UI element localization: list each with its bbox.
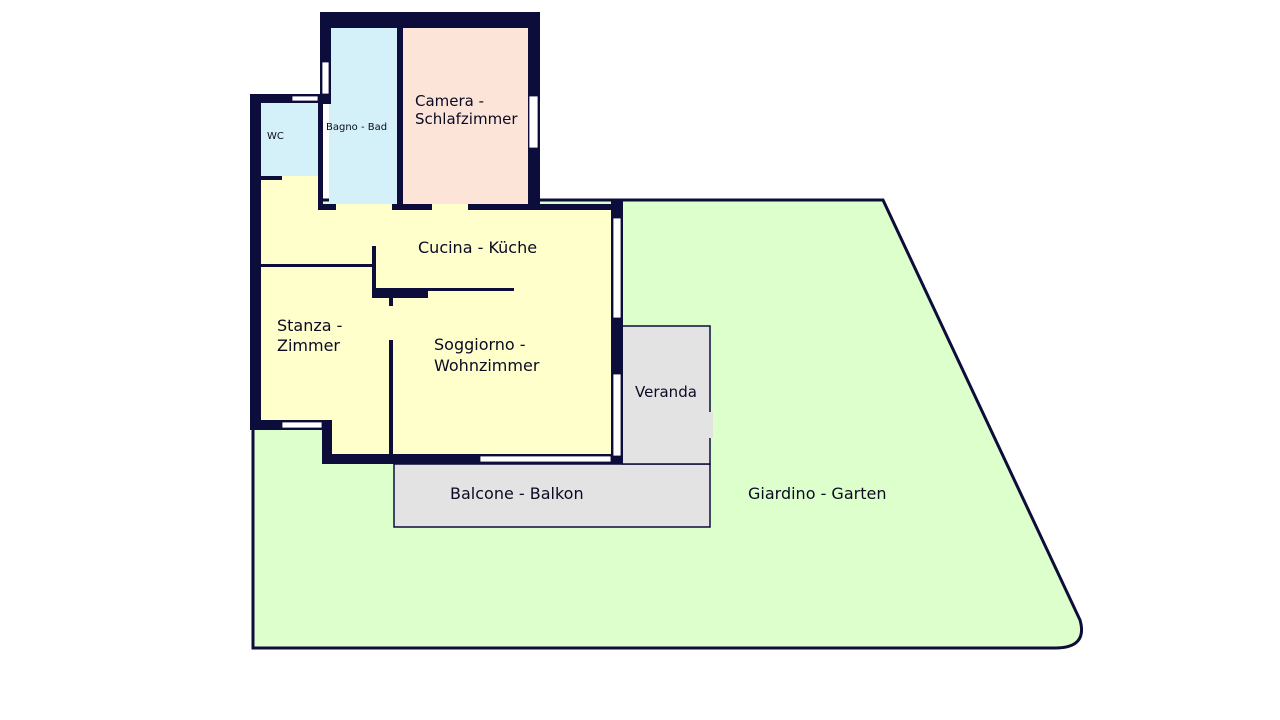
label-bedroom-line1: Camera - (415, 92, 484, 110)
label-garden: Giardino - Garten (748, 484, 886, 503)
window (528, 95, 539, 149)
label-veranda: Veranda (635, 383, 697, 401)
label-room-line2: Zimmer (277, 336, 340, 355)
label-kitchen: Cucina - Küche (418, 238, 537, 257)
door-openings (282, 176, 468, 210)
label-living-line2: Wohnzimmer (434, 356, 540, 375)
window (479, 455, 612, 463)
balcony-area (393, 463, 711, 528)
window (612, 373, 622, 457)
window (612, 217, 622, 319)
bedroom-room (403, 27, 529, 208)
label-bathroom: Bagno - Bad (326, 122, 387, 133)
wc-room (260, 102, 322, 178)
window (291, 95, 319, 102)
label-room-line1: Stanza - (277, 316, 342, 335)
label-bedroom-line2: Schlafzimmer (415, 110, 518, 128)
window (321, 61, 330, 95)
hall-area (253, 178, 323, 212)
windows (281, 61, 622, 463)
label-living-line1: Soggiorno - (434, 335, 526, 354)
veranda-opening (707, 412, 713, 438)
bathroom-room (329, 27, 399, 208)
label-wc: WC (267, 131, 284, 142)
window (281, 421, 323, 429)
label-balcony: Balcone - Balkon (450, 484, 584, 503)
main-living-area (253, 208, 620, 460)
